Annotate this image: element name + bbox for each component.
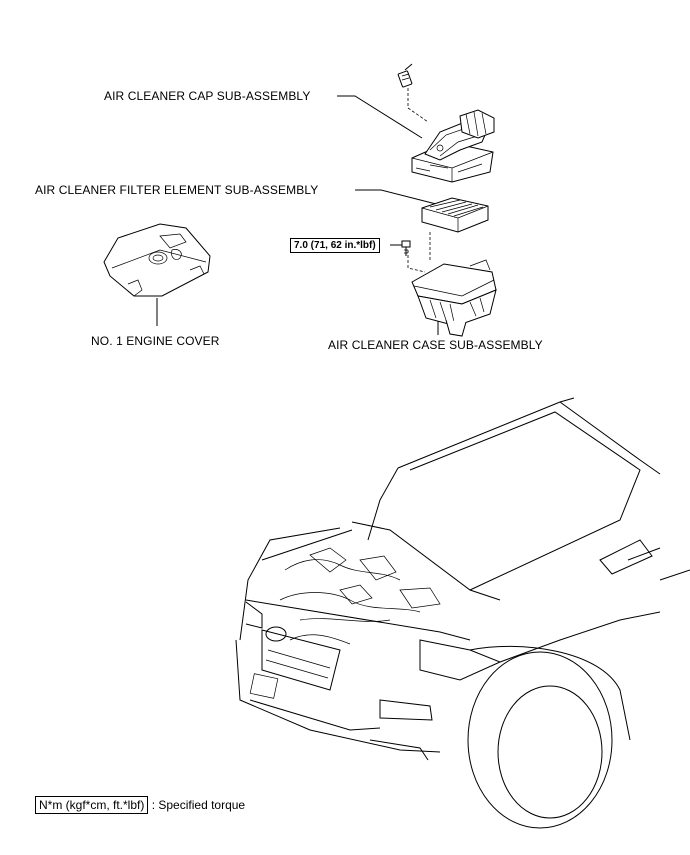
label-filter-element: AIR CLEANER FILTER ELEMENT SUB-ASSEMBLY	[35, 183, 319, 197]
filter-element-icon	[421, 197, 489, 233]
leader-filter-element	[355, 189, 441, 206]
mass-airflow-connector-icon	[397, 63, 413, 88]
label-engine-cover: NO. 1 ENGINE COVER	[91, 334, 220, 348]
label-air-cleaner-case: AIR CLEANER CASE SUB-ASSEMBLY	[328, 338, 543, 352]
torque-legend: N*m (kgf*cm, ft.*lbf) : Specified torque	[35, 796, 245, 814]
legend-torque-format: N*m (kgf*cm, ft.*lbf)	[35, 796, 149, 814]
assembly-line-connector	[407, 88, 429, 123]
air-cleaner-case-icon	[411, 259, 497, 337]
bolt-icon	[401, 240, 411, 256]
engine-cover-icon	[103, 223, 211, 297]
assembly-line-bolt	[407, 250, 426, 273]
vehicle-front-icon	[235, 397, 690, 829]
legend-torque-description: : Specified torque	[151, 798, 246, 812]
torque-spec-box: 7.0 (71, 62 in.*lbf)	[290, 238, 380, 253]
air-cleaner-cap-icon	[411, 109, 495, 183]
label-air-cleaner-cap: AIR CLEANER CAP SUB-ASSEMBLY	[104, 89, 311, 103]
leader-air-cleaner-cap	[337, 95, 423, 139]
